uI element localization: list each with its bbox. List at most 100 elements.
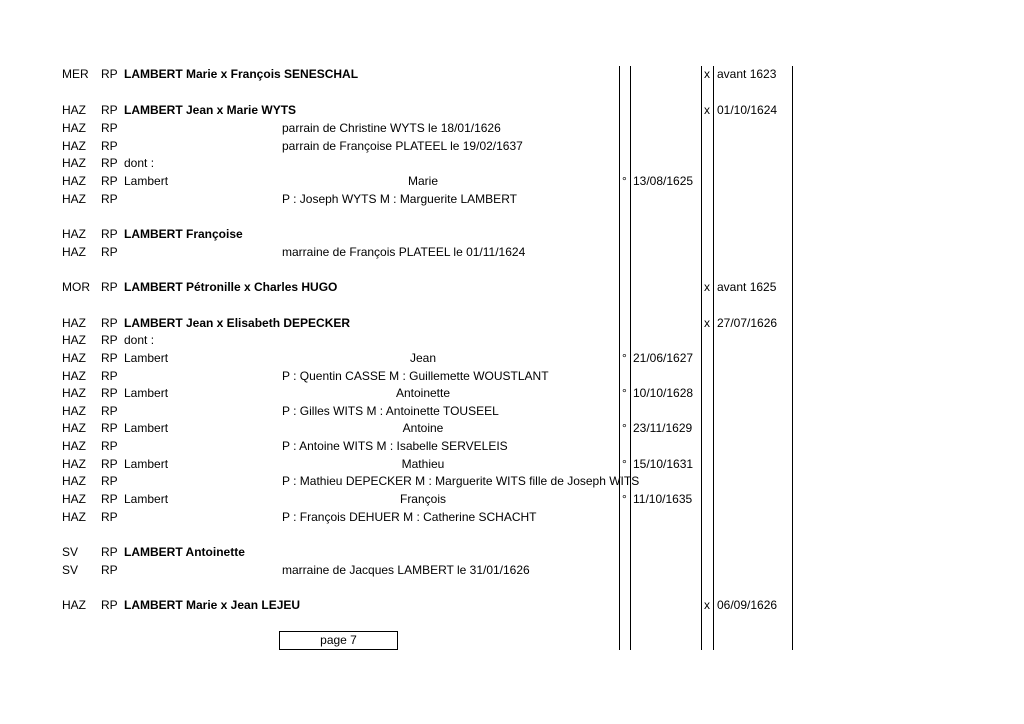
person-name: LAMBERT Jean x Elisabeth DEPECKER [124,316,351,330]
place-code: HAZ [62,474,86,488]
person-name: LAMBERT Pétronille x Charles HUGO [124,280,338,294]
person-name: dont : [124,333,155,347]
entry-detail: P : Antoine WITS M : Isabelle SERVELEIS [282,439,508,453]
place-code: HAZ [62,510,86,524]
place-code: HAZ [62,192,86,206]
rp-code: RP [101,510,118,524]
person-name: Lambert [124,457,169,471]
birth-mark: ° [622,174,627,188]
rp-code: RP [101,192,118,206]
rp-code: RP [101,474,118,488]
rp-code: RP [101,156,118,170]
entry-detail: P : Quentin CASSE M : Guillemette WOUSTL… [282,369,549,383]
column-rule [630,66,631,650]
rp-code: RP [101,563,118,577]
birth-mark: ° [622,457,627,471]
marriage-date: avant 1623 [717,67,777,81]
person-name: Lambert [124,492,169,506]
person-name: LAMBERT Marie x Jean LEJEU [124,598,301,612]
column-rule [713,66,714,650]
marriage-date: 27/07/1626 [717,316,778,330]
column-rule [792,66,793,650]
rp-code: RP [101,245,118,259]
rp-code: RP [101,598,118,612]
column-rule [701,66,702,650]
rp-code: RP [101,492,118,506]
rp-code: RP [101,421,118,435]
birth-mark: ° [622,386,627,400]
person-name: Lambert [124,174,169,188]
person-name: Lambert [124,421,169,435]
rp-code: RP [101,103,118,117]
rp-code: RP [101,457,118,471]
place-code: HAZ [62,316,86,330]
place-code: HAZ [62,598,86,612]
place-code: SV [62,563,79,577]
column-rule [619,66,620,650]
birth-mark: ° [622,421,627,435]
rp-code: RP [101,227,118,241]
place-code: HAZ [62,121,86,135]
entry-detail: parrain de Françoise PLATEEL le 19/02/16… [282,139,523,153]
rp-code: RP [101,404,118,418]
marriage-date: 06/09/1626 [717,598,778,612]
place-code: HAZ [62,492,86,506]
marriage-date: avant 1625 [717,280,777,294]
place-code: HAZ [62,103,86,117]
place-code: SV [62,545,79,559]
child-name: Mathieu [401,457,445,471]
place-code: HAZ [62,139,86,153]
person-name: LAMBERT Françoise [124,227,243,241]
register-row: HAZ RP P : Joseph WYTS M : Marguerite LAMB… [0,191,1024,208]
birth-date: 11/10/1635 [633,492,693,506]
birth-mark: ° [622,351,627,365]
entry-detail: P : François DEHUER M : Catherine SCHACH… [282,510,537,524]
place-code: HAZ [62,227,86,241]
birth-date: 13/08/1625 [633,174,694,188]
place-code: MER [62,67,89,81]
child-name: Jean [409,351,437,365]
child-name: Marie [407,174,438,188]
person-name: LAMBERT Marie x François SENESCHAL [124,67,359,81]
entry-detail: P : Gilles WITS M : Antoinette TOUSEEL [282,404,499,418]
entry-detail: marraine de François PLATEEL le 01/11/16… [282,245,526,259]
birth-date: 15/10/1631 [633,457,694,471]
register-row: HAZ RP P : François DEHUER M : Catherine S… [0,509,1024,526]
register-row: HAZ RP P : Quentin CASSE M : Guillemette W… [0,368,1024,385]
page-number: page 7 [320,633,357,647]
entry-detail: P : Joseph WYTS M : Marguerite LAMBERT [282,192,517,206]
entry-detail: parrain de Christine WYTS le 18/01/1626 [282,121,501,135]
person-name: Lambert [124,351,169,365]
marriage-mark: x [704,316,710,330]
rp-code: RP [101,280,118,294]
birth-date: 10/10/1628 [633,386,694,400]
place-code: HAZ [62,369,86,383]
place-code: HAZ [62,386,86,400]
marriage-date: 01/10/1624 [717,103,778,117]
page-number-box: page 7 [279,631,398,650]
rp-code: RP [101,67,118,81]
person-name: dont : [124,156,155,170]
child-name: François [399,492,446,506]
rp-code: RP [101,333,118,347]
child-name: Antoine [402,421,444,435]
rp-code: RP [101,386,118,400]
register-row: HAZ RP LAMBERT Françoise [0,226,1024,243]
rp-code: RP [101,369,118,383]
